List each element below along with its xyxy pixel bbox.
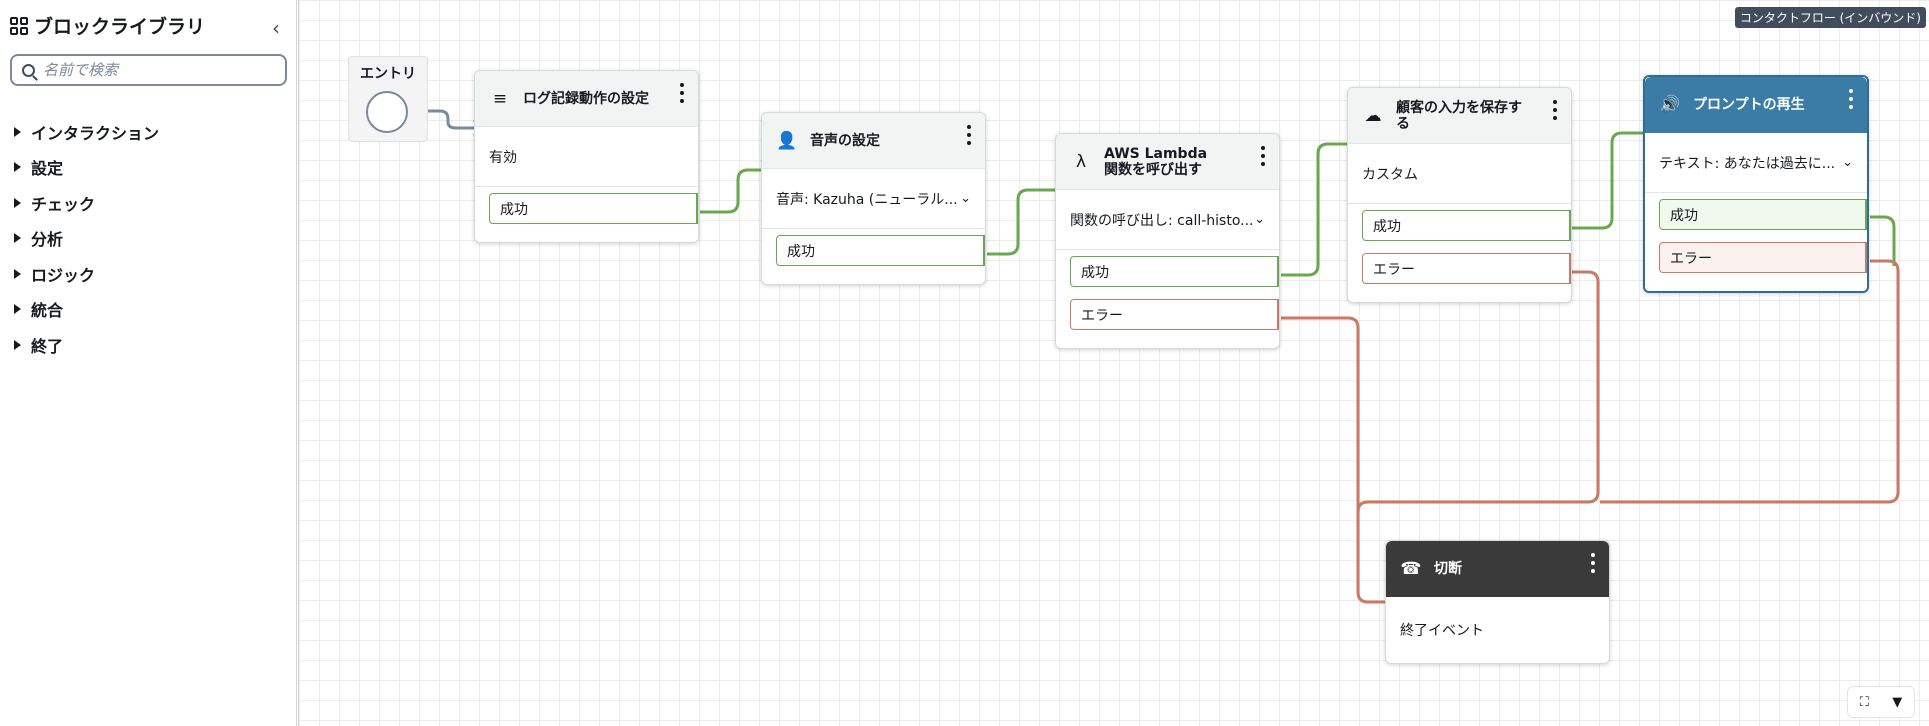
caret-right-icon	[14, 197, 21, 208]
more-options-icon[interactable]	[1261, 146, 1265, 170]
caret-right-icon	[14, 233, 21, 244]
block-title-line2: る	[1396, 115, 1410, 132]
more-options-icon[interactable]	[680, 83, 684, 107]
category-label: 統合	[31, 301, 64, 321]
chevron-down-icon[interactable]: ⌄	[1254, 212, 1265, 227]
block-header: ☎ 切断	[1386, 541, 1609, 597]
block-library-sidebar: ブロックライブラリ ‹ インタラクション 設定 チェック 分析 ロジック 統合 …	[0, 0, 297, 726]
block-title: 切断	[1434, 561, 1462, 577]
zoom-fit-control[interactable]: ⛶ ▼	[1847, 686, 1915, 718]
category-label: インタラクション	[31, 123, 160, 143]
output-error[interactable]: エラー	[1070, 299, 1279, 330]
output-error[interactable]: エラー	[1659, 242, 1867, 273]
entry-label: エントリ	[360, 66, 416, 82]
block-store-customer-input[interactable]: ☁ 顧客の入力を保存する カスタム 成功 エラー	[1347, 87, 1572, 303]
entry-port-icon[interactable]	[366, 91, 408, 133]
block-title: ログ記録動作の設定	[523, 90, 649, 107]
block-outputs: 成功	[762, 229, 985, 284]
output-success[interactable]: 成功	[1362, 210, 1571, 241]
grid-icon	[10, 16, 28, 35]
category-terminate[interactable]: 終了	[14, 327, 159, 363]
category-logic[interactable]: ロジック	[14, 256, 159, 292]
block-title: 音声の設定	[810, 132, 880, 149]
block-outputs: 成功 エラー	[1056, 250, 1279, 348]
flow-type-badge: コンタクトフロー (インバウンド)	[1734, 7, 1926, 28]
sidebar-title: ブロックライブラリ	[34, 16, 206, 38]
output-success[interactable]: 成功	[1070, 256, 1279, 287]
category-list: インタラクション 設定 チェック 分析 ロジック 統合 終了	[14, 114, 159, 363]
output-error[interactable]: エラー	[1362, 253, 1571, 284]
category-label: チェック	[31, 194, 96, 214]
block-header: 👤 音声の設定	[762, 113, 985, 169]
block-setting-text: テキスト: あなたは過去に...	[1659, 155, 1836, 172]
fit-to-screen-icon[interactable]: ⛶	[1859, 694, 1869, 710]
block-setting: 終了イベント	[1400, 623, 1484, 639]
search-input[interactable]	[43, 61, 273, 79]
category-label: 設定	[31, 159, 64, 179]
block-play-prompt[interactable]: 🔊 プロンプトの再生 テキスト: あなたは過去に... ⌄ 成功 エラー	[1643, 75, 1869, 293]
block-setting-text: 音声: Kazuha (ニューラル...	[776, 191, 958, 208]
entry-node[interactable]: エントリ	[348, 56, 428, 142]
collapse-sidebar-icon[interactable]: ‹	[272, 16, 280, 40]
block-setting: 有効	[475, 127, 698, 187]
block-outputs: 成功	[475, 187, 698, 242]
search-box[interactable]	[10, 54, 287, 86]
block-header: ≡ ログ記録動作の設定	[475, 71, 698, 127]
more-options-icon[interactable]	[1553, 100, 1557, 124]
block-header: 🔊 プロンプトの再生	[1645, 77, 1867, 133]
category-integration[interactable]: 統合	[14, 292, 159, 328]
search-icon	[22, 63, 35, 77]
voice-icon: 👤	[776, 130, 798, 151]
block-setting[interactable]: 音声: Kazuha (ニューラル... ⌄	[762, 169, 985, 229]
block-title: プロンプトの再生	[1693, 97, 1805, 113]
block-header: ☁ 顧客の入力を保存する	[1348, 88, 1571, 144]
caret-right-icon	[14, 339, 21, 350]
category-check[interactable]: チェック	[14, 185, 159, 221]
block-setting[interactable]: テキスト: あなたは過去に... ⌄	[1645, 133, 1867, 193]
category-label: 終了	[31, 336, 64, 356]
block-setting-text: 関数の呼び出し: call-histo...	[1070, 212, 1254, 229]
category-analytics[interactable]: 分析	[14, 221, 159, 257]
output-success[interactable]: 成功	[776, 235, 985, 266]
speaker-icon: 🔊	[1659, 95, 1681, 115]
category-label: ロジック	[31, 265, 96, 285]
block-setting[interactable]: 関数の呼び出し: call-histo... ⌄	[1056, 190, 1279, 250]
more-options-icon[interactable]	[1849, 89, 1853, 113]
block-outputs: 成功 エラー	[1645, 193, 1867, 291]
chevron-down-icon[interactable]: ⌄	[1842, 155, 1853, 170]
category-interaction[interactable]: インタラクション	[14, 114, 159, 150]
block-disconnect[interactable]: ☎ 切断 終了イベント	[1385, 540, 1610, 664]
block-title-line2: 関数を呼び出す	[1104, 161, 1202, 178]
chevron-down-icon[interactable]: ⌄	[960, 191, 971, 206]
block-setting: カスタム	[1348, 144, 1571, 204]
block-title-line1: AWS Lambda	[1104, 145, 1208, 162]
caret-right-icon	[14, 304, 21, 315]
hangup-icon: ☎	[1400, 559, 1422, 579]
category-label: 分析	[31, 230, 64, 250]
block-title-line1: 顧客の入力を保存す	[1396, 99, 1522, 116]
output-success[interactable]: 成功	[489, 193, 698, 224]
cloud-upload-icon: ☁	[1364, 105, 1382, 126]
block-set-voice[interactable]: 👤 音声の設定 音声: Kazuha (ニューラル... ⌄ 成功	[761, 112, 986, 285]
category-settings[interactable]: 設定	[14, 150, 159, 186]
block-set-logging[interactable]: ≡ ログ記録動作の設定 有効 成功	[474, 70, 699, 243]
caret-down-icon[interactable]: ▼	[1892, 694, 1903, 710]
output-success[interactable]: 成功	[1659, 199, 1867, 230]
more-options-icon[interactable]	[967, 125, 971, 149]
caret-right-icon	[14, 162, 21, 173]
caret-right-icon	[14, 268, 21, 279]
more-options-icon[interactable]	[1591, 553, 1595, 577]
block-outputs: 成功 エラー	[1348, 204, 1571, 302]
sidebar-header: ブロックライブラリ	[10, 12, 205, 39]
lambda-icon: λ	[1075, 151, 1087, 172]
caret-right-icon	[14, 126, 21, 137]
block-title: 顧客の入力を保存する	[1396, 100, 1522, 132]
logging-icon: ≡	[492, 88, 508, 109]
